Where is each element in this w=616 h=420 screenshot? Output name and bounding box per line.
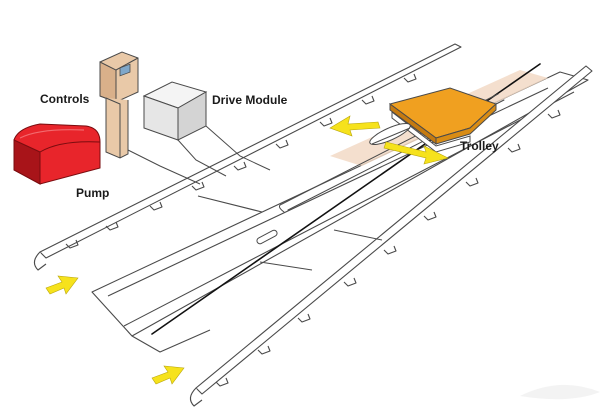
trolley bbox=[369, 87, 497, 153]
cable-connector bbox=[256, 229, 278, 245]
drive-module bbox=[142, 81, 208, 141]
rail-front-end bbox=[189, 387, 203, 407]
rail-front-brackets bbox=[215, 109, 561, 387]
label-pump: Pump bbox=[76, 186, 110, 200]
rail-back bbox=[39, 43, 462, 259]
rail-back-brackets bbox=[65, 73, 417, 249]
trolley-arrow-forward bbox=[383, 141, 449, 165]
pump bbox=[13, 123, 101, 185]
pit-base bbox=[131, 329, 211, 353]
drive-module-conduit bbox=[177, 125, 271, 177]
controls-unit bbox=[99, 51, 139, 159]
pit-cross-lines bbox=[197, 195, 383, 271]
label-controls: Controls bbox=[40, 92, 90, 106]
rail-back-end bbox=[33, 251, 47, 271]
controls-conduit bbox=[127, 149, 201, 185]
rail-front bbox=[195, 65, 593, 395]
watermark-logo bbox=[520, 384, 600, 400]
label-drive-module: Drive Module bbox=[212, 93, 288, 107]
trolley-arrow-back bbox=[329, 115, 381, 137]
flow-arrow-front bbox=[151, 365, 185, 385]
flow-arrow-back bbox=[45, 275, 79, 295]
label-trolley: Trolley bbox=[460, 139, 499, 153]
